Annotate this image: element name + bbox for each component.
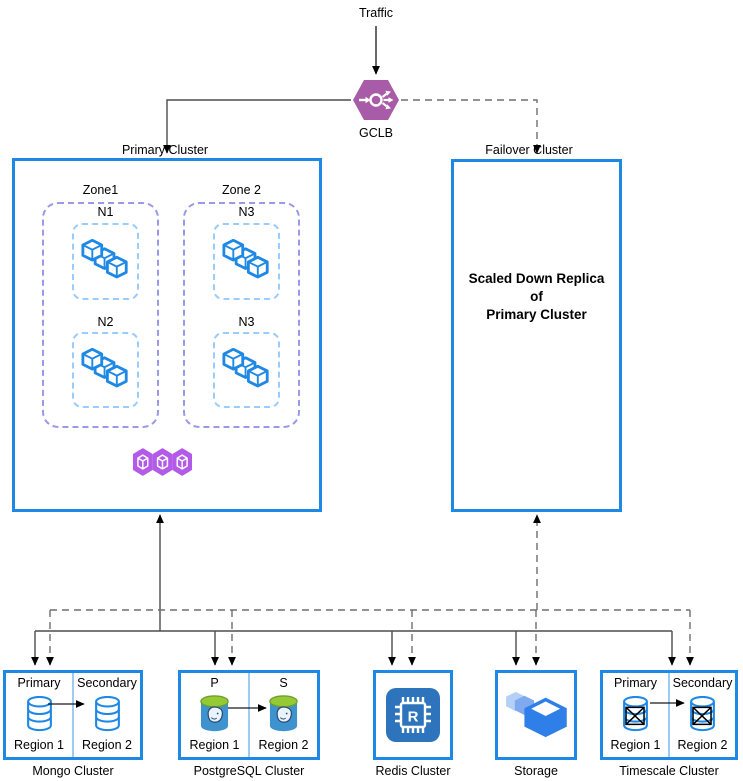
timescale-cluster-box: Primary Region 1 Secondary Region 2 <box>600 670 738 760</box>
node-label: N2 <box>97 315 114 329</box>
postgresql-database-icon <box>199 695 230 733</box>
primary-cluster-box: Zone1 Zone 2 N1 N2 N3 N3 <box>12 158 322 512</box>
node-box <box>72 332 139 408</box>
node-label: N3 <box>238 315 255 329</box>
node-label: N3 <box>238 205 255 219</box>
mongo-secondary-half: Secondary Region 2 <box>74 673 140 757</box>
mongo-cluster-label: Mongo Cluster <box>32 764 114 778</box>
datastore-to-primary-link <box>31 514 676 666</box>
postgresql-database-icon <box>268 695 299 733</box>
redis-chip-icon <box>386 688 440 742</box>
crossed-database-icon <box>689 696 716 732</box>
postgresql-cluster-label: PostgreSQL Cluster <box>193 764 305 778</box>
database-cylinder-icon <box>26 696 53 732</box>
role-label: Primary <box>613 676 658 690</box>
container-cubes-icon <box>81 239 130 283</box>
postgresql-cluster-box: P Region 1 S Region 2 <box>178 670 320 760</box>
region-label: Region 2 <box>258 738 309 752</box>
region-label: Region 1 <box>610 738 661 752</box>
gclb-label: GCLB <box>358 126 394 140</box>
role-label: Secondary <box>77 676 137 690</box>
failover-description: Scaled Down Replica of Primary Cluster <box>454 270 619 324</box>
container-cubes-icon <box>222 348 271 392</box>
traffic-label: Traffic <box>358 6 394 20</box>
region-label: Region 1 <box>189 738 240 752</box>
zone-label: Zone1 <box>82 183 119 197</box>
container-cubes-icon <box>81 348 130 392</box>
box-divider <box>72 673 74 757</box>
storage-boxes-icon <box>505 688 567 742</box>
role-label: P <box>210 676 219 690</box>
box-divider <box>668 673 670 757</box>
mongo-primary-half: Primary Region 1 <box>6 673 72 757</box>
datastore-to-failover-link <box>46 514 694 666</box>
role-label: Secondary <box>672 676 733 690</box>
crossed-database-icon <box>622 696 649 732</box>
container-cubes-icon <box>222 239 271 283</box>
region-label: Region 2 <box>81 738 133 752</box>
zone-label: Zone 2 <box>222 183 261 197</box>
failover-cluster-label: Failover Cluster <box>485 143 573 157</box>
storage-label: Storage <box>514 764 558 778</box>
role-label: Primary <box>17 676 61 690</box>
primary-cluster-label: Primary Cluster <box>121 143 209 157</box>
region-label: Region 1 <box>13 738 65 752</box>
replication-arrows <box>48 699 685 712</box>
node-box <box>213 223 280 300</box>
failover-description-line: Scaled Down Replica <box>468 271 605 286</box>
timescale-secondary-half: Secondary Region 2 <box>670 673 735 757</box>
failover-cluster-box: Scaled Down Replica of Primary Cluster <box>451 159 622 512</box>
redis-cluster-label: Redis Cluster <box>375 764 451 778</box>
redis-cluster-box <box>373 670 453 760</box>
timescale-primary-half: Primary Region 1 <box>603 673 668 757</box>
postgres-secondary-half: S Region 2 <box>250 673 317 757</box>
database-cylinder-icon <box>94 696 121 732</box>
node-box <box>213 332 280 408</box>
box-divider <box>248 673 250 757</box>
node-label: N1 <box>97 205 114 219</box>
failover-description-line: of <box>530 289 543 304</box>
zone-box-2 <box>183 202 300 428</box>
node-box <box>72 223 139 300</box>
failover-description-line: Primary Cluster <box>486 307 587 322</box>
hexagon-pods-icon <box>132 448 193 478</box>
mongo-cluster-box: Primary Region 1 Secondary Region 2 <box>3 670 143 760</box>
timescale-cluster-label: Timescale Cluster <box>619 764 719 778</box>
role-label: S <box>279 676 288 690</box>
zone-box-1 <box>42 202 159 428</box>
storage-box <box>495 670 577 760</box>
postgres-primary-half: P Region 1 <box>181 673 248 757</box>
region-label: Region 2 <box>677 738 728 752</box>
load-balancer-icon <box>352 79 400 121</box>
